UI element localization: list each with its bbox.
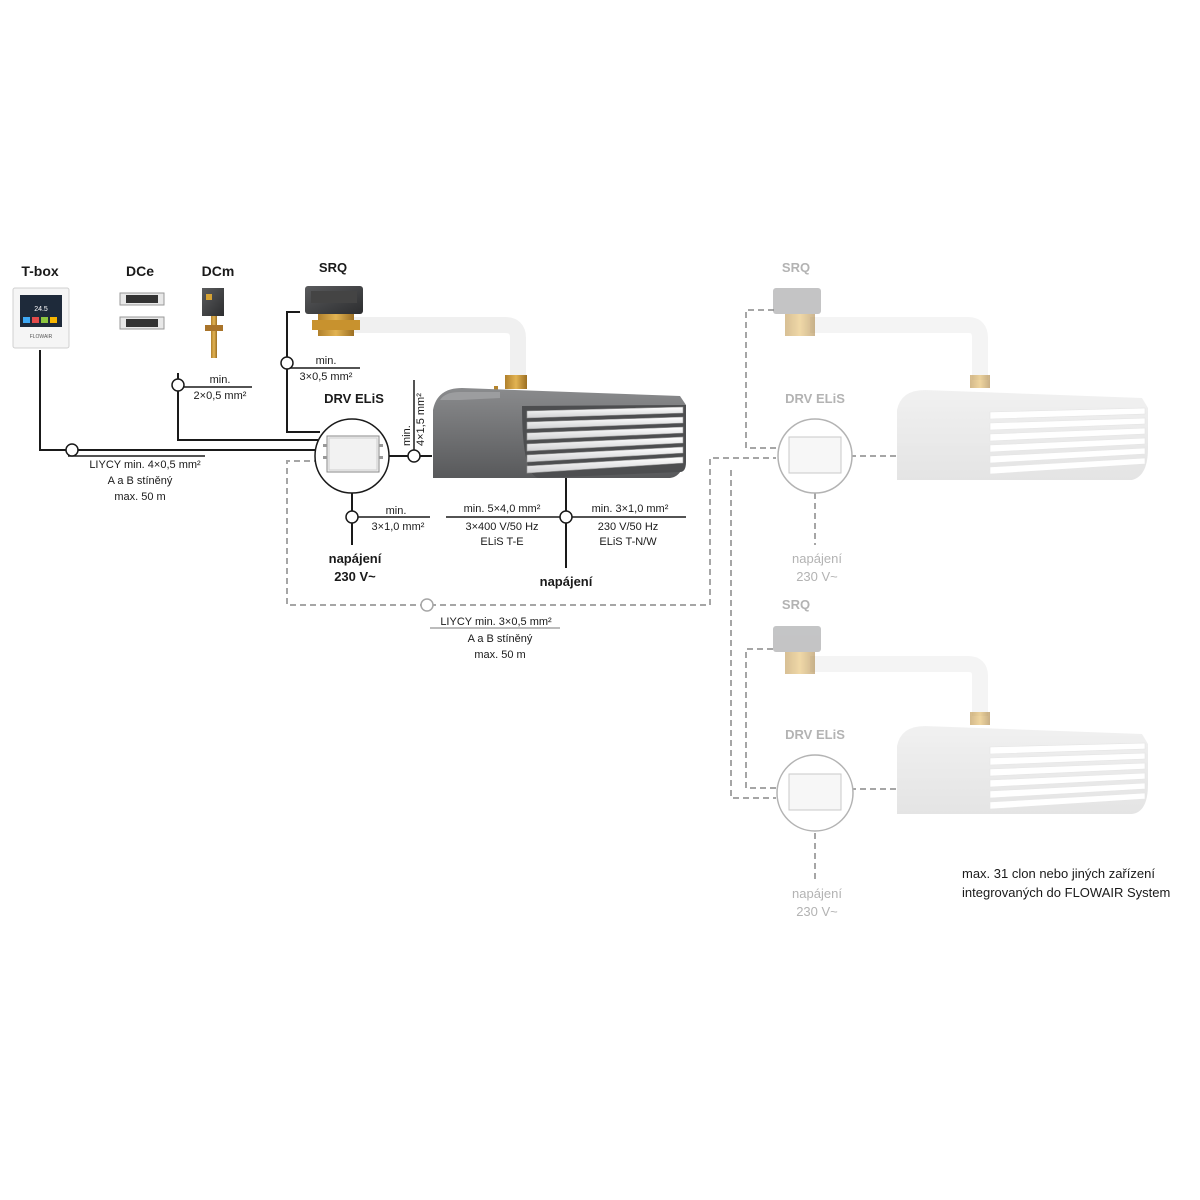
dashed-bus bbox=[286, 309, 897, 880]
power-g2-l1: napájení bbox=[792, 886, 842, 901]
srq-ghost-1-label: SRQ bbox=[782, 260, 810, 275]
air-curtain-unit-main[interactable] bbox=[433, 375, 686, 478]
cable-drv-power-l2: 3×1,0 mm² bbox=[372, 521, 425, 533]
cable-tnw-l3: ELiS T-N/W bbox=[599, 536, 657, 548]
air-curtain-unit-ghost-1[interactable] bbox=[897, 375, 1148, 480]
srq-valve-ghost-2[interactable] bbox=[773, 626, 821, 674]
air-curtain-unit-ghost-2[interactable] bbox=[897, 712, 1148, 814]
power-g1-l1: napájení bbox=[792, 551, 842, 566]
power-drv-l2: 230 V~ bbox=[334, 569, 376, 584]
note-l1: max. 31 clon nebo jiných zařízení bbox=[962, 866, 1155, 881]
cable-bus-main-l3: max. 50 m bbox=[114, 491, 165, 503]
cable-bus-daisy-l3: max. 50 m bbox=[474, 649, 525, 661]
tbox-brand: FLOWAIR bbox=[30, 334, 53, 340]
cable-tnw-l1: min. 3×1,0 mm² bbox=[592, 503, 669, 515]
cable-te-l2: 3×400 V/50 Hz bbox=[465, 521, 538, 533]
cable-dcm-l1: min. bbox=[210, 374, 231, 386]
dce-label: DCe bbox=[126, 263, 154, 279]
cable-bus-main-l1: LIYCY min. 4×0,5 mm² bbox=[89, 459, 201, 471]
srq-valve-main[interactable] bbox=[305, 286, 363, 336]
drv-elis-ghost-1[interactable] bbox=[777, 418, 853, 494]
cable-te-l3: ELiS T-E bbox=[480, 536, 523, 548]
power-unit-l1: napájení bbox=[540, 574, 593, 589]
power-g2-l2: 230 V~ bbox=[796, 904, 838, 919]
cable-unit-l2: 4×1,5 mm² bbox=[415, 393, 427, 446]
pipe-ghost-1 bbox=[810, 317, 988, 380]
drv-elis-ghost-2[interactable] bbox=[776, 754, 854, 832]
pipe-ghost-2 bbox=[810, 656, 988, 716]
cable-te-l1: min. 5×4,0 mm² bbox=[464, 503, 541, 515]
cable-bus-daisy-l2: A a B stíněný bbox=[468, 633, 533, 645]
dce-device[interactable] bbox=[119, 292, 165, 330]
note-l2: integrovaných do FLOWAIR System bbox=[962, 885, 1170, 900]
tbox-device[interactable]: 24.5 FLOWAIR bbox=[12, 287, 70, 349]
srq-main-label: SRQ bbox=[319, 260, 347, 275]
srq-ghost-2-label: SRQ bbox=[782, 597, 810, 612]
drv-elis-main[interactable] bbox=[314, 418, 390, 494]
tbox-temp: 24.5 bbox=[34, 306, 48, 313]
power-drv-l1: napájení bbox=[329, 551, 382, 566]
cable-dcm-l2: 2×0,5 mm² bbox=[194, 390, 247, 402]
drv-main-label: DRV ELiS bbox=[324, 391, 384, 406]
cable-srq-l1: min. bbox=[316, 355, 337, 367]
cable-drv-power-l1: min. bbox=[386, 505, 407, 517]
srq-valve-ghost-1[interactable] bbox=[773, 288, 821, 336]
dashed-bus-markers bbox=[420, 598, 434, 612]
cable-unit-l1: min. bbox=[401, 425, 413, 446]
cable-tnw-l2: 230 V/50 Hz bbox=[598, 521, 659, 533]
unit-louvres-main bbox=[526, 406, 684, 474]
power-g1-l2: 230 V~ bbox=[796, 569, 838, 584]
cable-bus-daisy-l1: LIYCY min. 3×0,5 mm² bbox=[440, 616, 552, 628]
pipe-main bbox=[345, 317, 526, 380]
tbox-label: T-box bbox=[21, 263, 59, 279]
cable-markers bbox=[65, 356, 573, 524]
dcm-label: DCm bbox=[202, 263, 235, 279]
drv-ghost-1-label: DRV ELiS bbox=[785, 391, 845, 406]
dcm-device[interactable] bbox=[202, 288, 224, 358]
drv-ghost-2-label: DRV ELiS bbox=[785, 727, 845, 742]
cable-bus-main-l2: A a B stíněný bbox=[108, 475, 173, 487]
cable-srq-l2: 3×0,5 mm² bbox=[300, 371, 353, 383]
